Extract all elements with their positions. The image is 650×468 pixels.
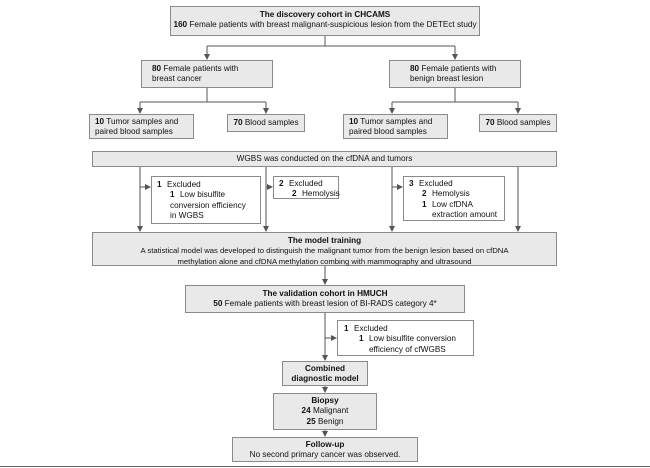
tumor-right-line2: paired blood samples xyxy=(349,127,427,137)
tumor-left-line1: 10 Tumor samples and xyxy=(95,117,179,126)
blood-samples-right-box: 70 Blood samples xyxy=(479,114,557,132)
combined-model-box: Combined diagnostic model xyxy=(282,361,368,386)
biopsy-box: Biopsy 24 Malignant 25 Benign xyxy=(273,393,377,430)
blood-left-label: 70 Blood samples xyxy=(233,118,299,127)
discovery-title: The discovery cohort in CHCAMS xyxy=(259,10,391,19)
tumor-samples-left-box: 10 Tumor samples and paired blood sample… xyxy=(89,114,194,139)
excl1-item1-cont1: conversion efficiency xyxy=(170,200,246,210)
bottom-divider xyxy=(0,466,650,467)
followup-title: Follow-up xyxy=(305,440,345,449)
combined-line2: diagnostic model xyxy=(291,374,359,384)
blood-samples-left-box: 70 Blood samples xyxy=(227,114,305,132)
biopsy-benign: 25 Benign xyxy=(306,416,344,426)
training-line2: methylation alone and cfDNA methylation … xyxy=(177,256,472,266)
training-line1: A statistical model was developed to dis… xyxy=(140,246,509,256)
validation-cohort-box: The validation cohort in HMUCH 50 Female… xyxy=(185,285,465,313)
excl3-item2-cont: extraction amount xyxy=(432,210,498,220)
benign-group-line2: benign breast lesion xyxy=(410,74,484,84)
validation-desc: 50 Female patients with breast lesion of… xyxy=(213,299,437,309)
validation-title: The validation cohort in HMUCH xyxy=(262,289,388,298)
discovery-cohort-box: The discovery cohort in CHCAMS 160 Femal… xyxy=(170,6,480,36)
excl4-item1-cont: efficiency of cfWGBS xyxy=(369,344,446,354)
followup-text: No second primary cancer was observed. xyxy=(249,450,401,460)
biopsy-title: Biopsy xyxy=(311,396,339,405)
training-title: The model training xyxy=(287,236,362,245)
wgbs-text: WGBS was conducted on the cfDNA and tumo… xyxy=(236,154,413,163)
combined-line1: Combined xyxy=(304,364,346,373)
cancer-group-line1: 80 Female patients with xyxy=(152,64,239,73)
cancer-group-line2: breast cancer xyxy=(152,74,202,84)
biopsy-malignant: 24 Malignant xyxy=(301,406,349,416)
excl1-item1-cont2: in WGBS xyxy=(170,211,204,221)
benign-group-line1: 80 Female patients with xyxy=(410,64,497,73)
tumor-samples-right-box: 10 Tumor samples and paired blood sample… xyxy=(343,114,448,139)
follow-up-box: Follow-up No second primary cancer was o… xyxy=(232,437,418,462)
tumor-left-line2: paired blood samples xyxy=(95,127,173,137)
model-training-box: The model training A statistical model w… xyxy=(92,232,557,266)
benign-group-box: 80 Female patients with benign breast le… xyxy=(389,60,521,88)
blood-right-label: 70 Blood samples xyxy=(485,118,551,127)
cancer-group-box: 80 Female patients with breast cancer xyxy=(141,60,273,88)
tumor-right-line1: 10 Tumor samples and xyxy=(349,117,433,126)
discovery-desc: 160 Female patients with breast malignan… xyxy=(173,20,477,30)
wgbs-box: WGBS was conducted on the cfDNA and tumo… xyxy=(92,151,557,167)
